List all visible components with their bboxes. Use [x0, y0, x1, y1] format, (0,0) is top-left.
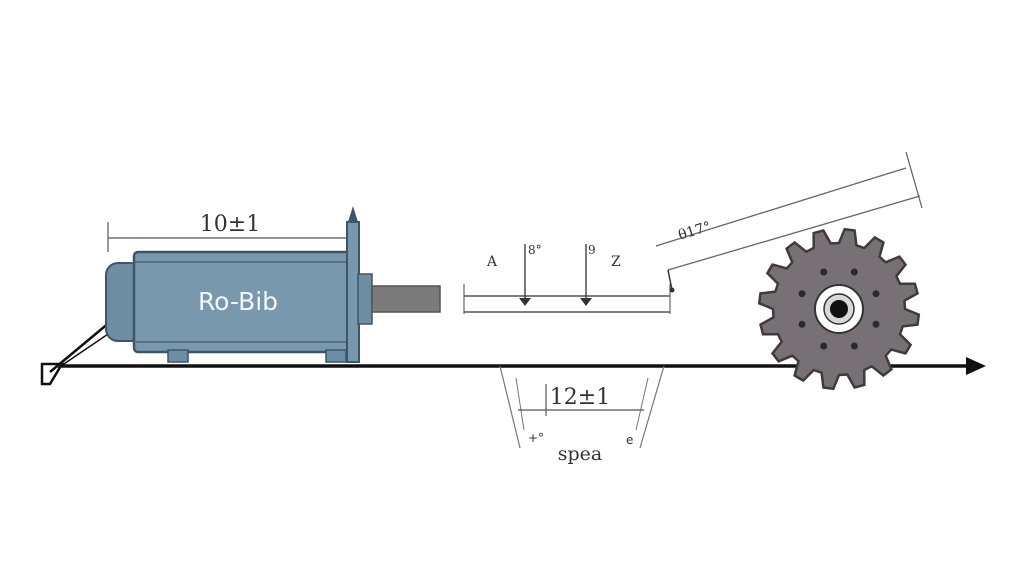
motor-shaft	[371, 285, 441, 313]
marker-c-arrow	[580, 298, 592, 306]
marker-d-label: Z	[611, 254, 621, 270]
arm-pivot	[669, 287, 675, 293]
gear-bolt-hole	[798, 290, 806, 298]
motor-foot-left	[167, 349, 189, 363]
gear-bolt-hole	[872, 290, 880, 298]
motor-dimension: 10±1	[107, 212, 350, 252]
motor-flange	[346, 206, 373, 363]
marker-a-label: A	[486, 254, 498, 270]
sprocket-gear	[757, 227, 921, 391]
anchor-bracket	[40, 321, 115, 386]
angle-label: θ17°	[676, 219, 712, 244]
gear-bolt-hole	[872, 320, 880, 328]
speed-small-right: e	[626, 433, 633, 447]
gear-bolt-hole	[850, 342, 858, 350]
speed-dimension: 12±1 +° spea e	[499, 365, 665, 465]
marker-b-arrow	[519, 298, 531, 306]
motor: Ro-Bib	[105, 250, 354, 363]
linkage-bar	[463, 284, 671, 314]
marker-b-label: 8°	[528, 243, 542, 257]
marker-group: A 8° 9 Z	[486, 243, 621, 306]
base-line-arrowhead	[966, 357, 986, 375]
motor-dimension-label: 10±1	[200, 212, 260, 237]
speed-small-left: +°	[528, 431, 544, 445]
speed-label: spea	[558, 443, 603, 465]
gear-hub-center	[830, 300, 848, 318]
gear-bolt-hole	[820, 342, 828, 350]
motor-label: Ro-Bib	[198, 287, 278, 316]
marker-c-label: 9	[588, 243, 596, 257]
gear-bolt-hole	[820, 268, 828, 276]
gear-bolt-hole	[798, 320, 806, 328]
motor-foot-right	[325, 349, 347, 363]
bottom-dimension-label: 12±1	[550, 385, 610, 410]
gear-bolt-hole	[850, 268, 858, 276]
